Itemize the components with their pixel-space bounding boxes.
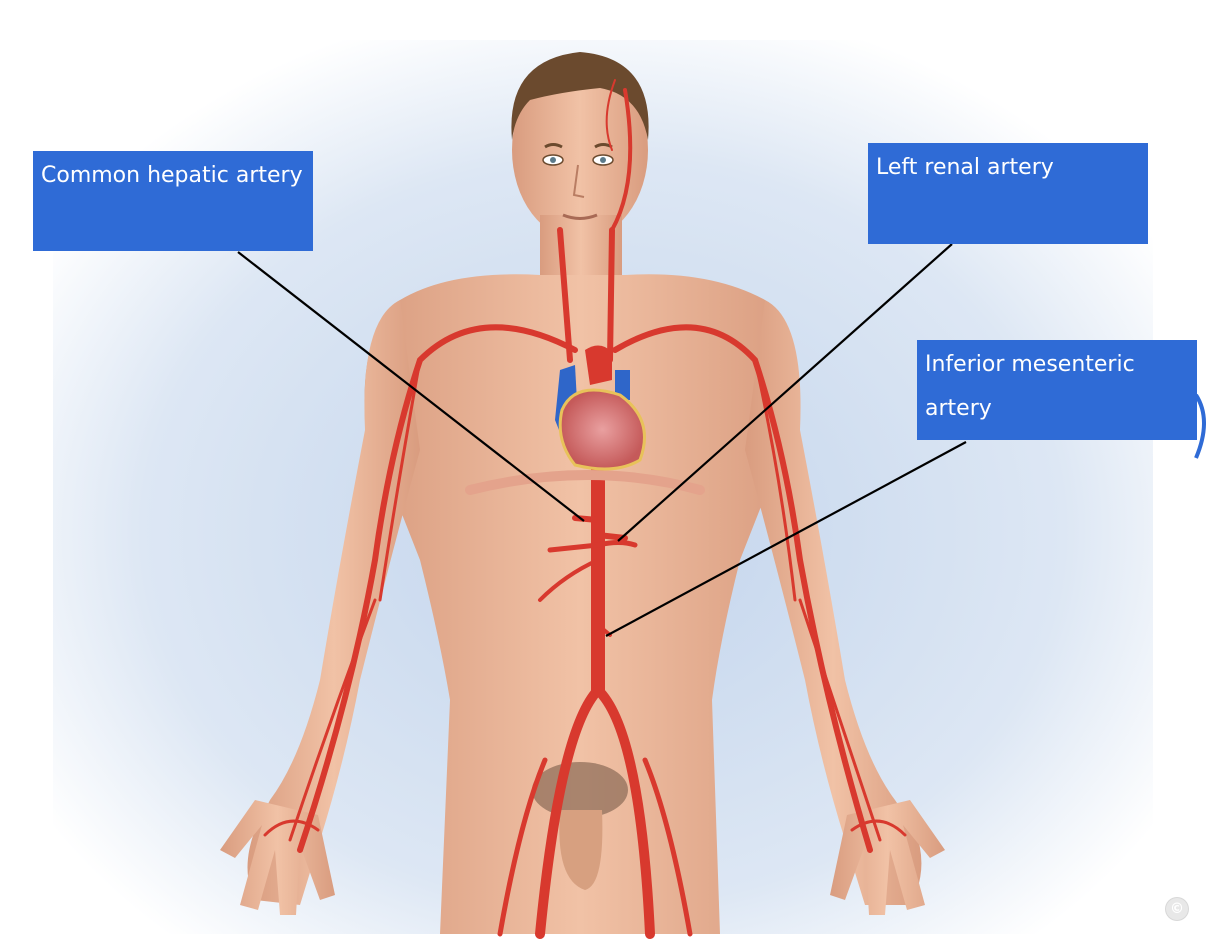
pubic-region: [532, 762, 628, 818]
hair: [511, 52, 649, 140]
label-left-renal-artery[interactable]: Left renal artery: [868, 143, 1148, 244]
genitals: [559, 810, 603, 890]
leader-common-hepatic: [237, 251, 585, 522]
heart: [555, 345, 646, 471]
face: [542, 143, 614, 220]
next-arrow-icon[interactable]: [1194, 393, 1206, 459]
leader-lines: [237, 243, 967, 637]
arterial-tree: [263, 79, 907, 939]
leader-left-renal: [617, 243, 953, 542]
label-common-hepatic-artery[interactable]: Common hepatic artery: [33, 151, 313, 251]
leader-inferior-mesenteric: [605, 441, 967, 637]
copyright-icon: ©: [1166, 898, 1188, 920]
label-inferior-mesenteric-artery[interactable]: Inferior mesenteric artery: [917, 340, 1197, 440]
